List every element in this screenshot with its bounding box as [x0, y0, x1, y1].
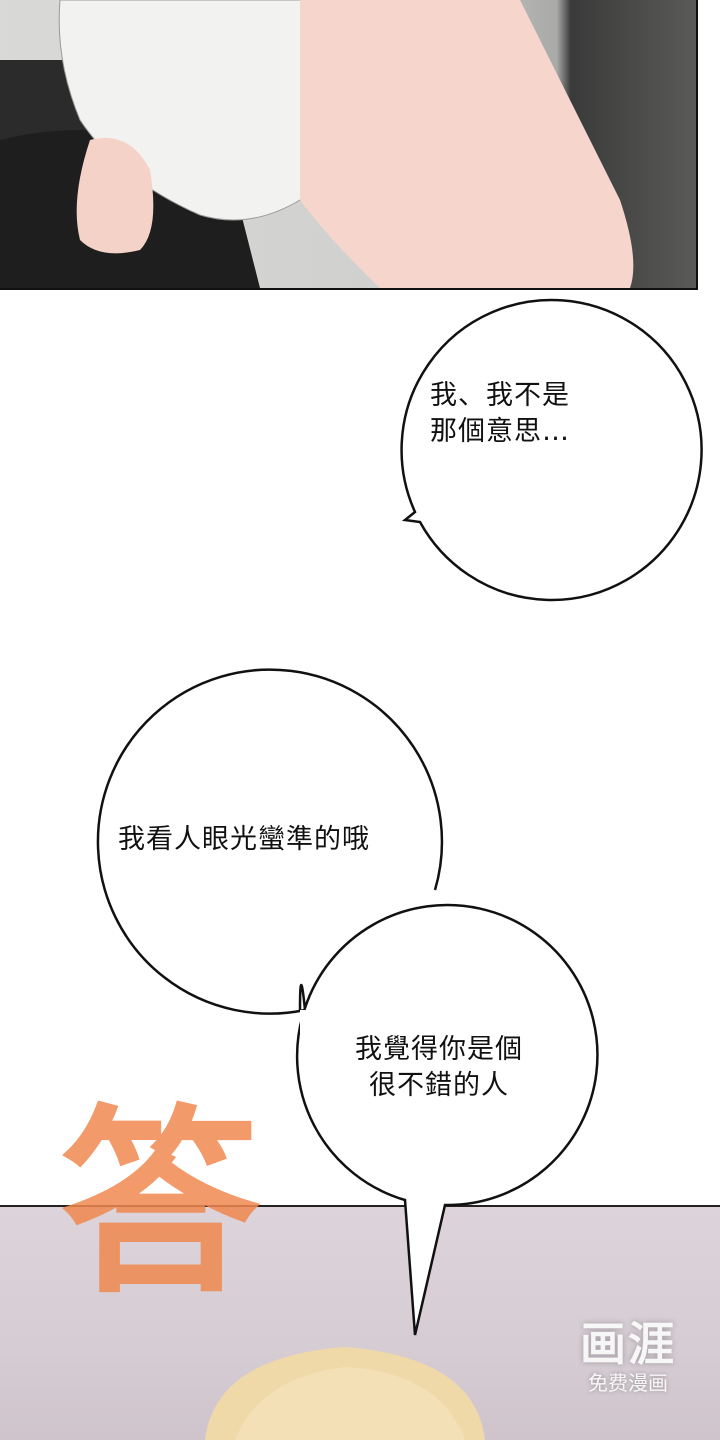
panel-bottom-art: [205, 1347, 485, 1440]
speech-bubble-1-text: 我、我不是 那個意思…: [430, 380, 570, 447]
comic-panel-top: [0, 0, 698, 290]
watermark-logo: 画涯: [580, 1317, 676, 1371]
speech-bubble-1: [400, 298, 703, 602]
speech-bubble-2: [96, 668, 444, 1015]
speech-bubble-3-text: 我覺得你是個 很不錯的人: [355, 1034, 523, 1101]
watermark-subtitle: 免费漫画: [588, 1371, 668, 1395]
speech-bubble-3: [295, 903, 599, 1336]
panel-top-art: [0, 0, 634, 288]
watermark: 画涯 免费漫画: [566, 1318, 690, 1396]
speech-bubble-2-text: 我看人眼光蠻準的哦: [118, 824, 370, 855]
comic-panel-bottom: [0, 1205, 720, 1440]
sound-effect-text: 答: [60, 1088, 261, 1321]
